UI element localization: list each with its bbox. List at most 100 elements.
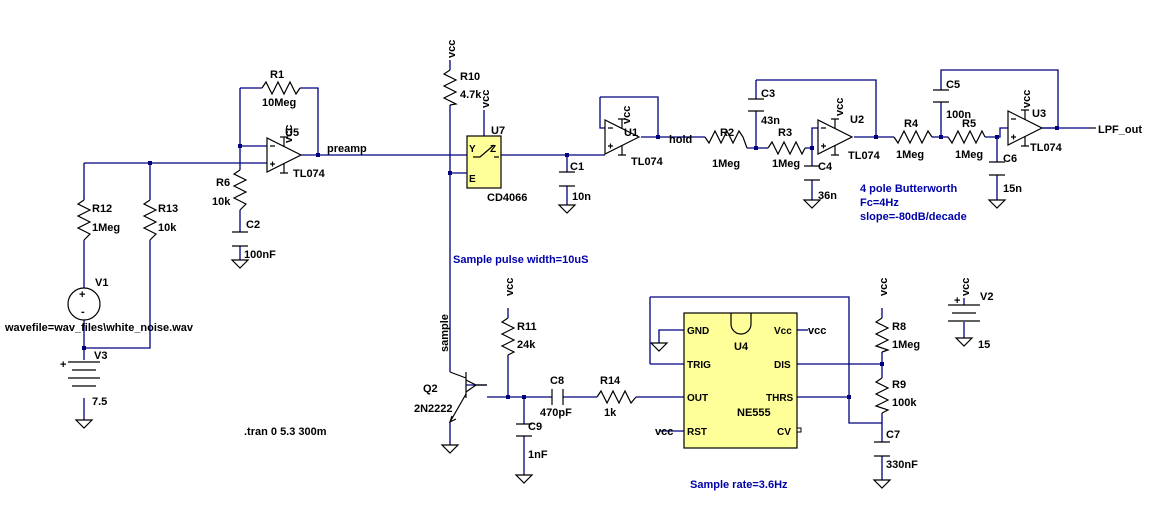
svg-text:4.7k: 4.7k — [460, 89, 482, 101]
svg-text:R13: R13 — [158, 203, 178, 215]
source-v2: + V2 15 — [948, 291, 993, 351]
svg-text:470pF: 470pF — [540, 407, 572, 419]
svg-text:+: + — [954, 295, 960, 307]
resistor-r12: R12 1Meg — [76, 199, 120, 241]
svg-text:10k: 10k — [212, 196, 231, 208]
opamp-u5: U5 TL074 — [266, 127, 326, 180]
svg-text:R9: R9 — [892, 379, 906, 391]
svg-text:Y: Y — [469, 144, 476, 155]
resistor-r8: R8 1Meg — [874, 317, 920, 353]
svg-text:TL074: TL074 — [1030, 142, 1063, 154]
resistor-r11: R11 24k — [500, 317, 537, 356]
vcc-labels: vcc vcc vcc vcc vcc vcc vcc vcc vcc vcc … — [283, 40, 1033, 438]
svg-text:vcc: vcc — [808, 325, 826, 337]
svg-text:100n: 100n — [946, 109, 971, 121]
opamp-u3: U3 TL074 — [1007, 108, 1063, 154]
resistor-r10: R10 4.7k — [442, 69, 482, 106]
junctions — [82, 126, 1059, 399]
svg-text:TRIG: TRIG — [687, 360, 711, 371]
svg-text:U2: U2 — [850, 114, 864, 126]
svg-text:10Meg: 10Meg — [262, 97, 296, 109]
svg-text:vcc: vcc — [446, 40, 458, 58]
net-labels: preamp hold sample LPF_out — [327, 124, 1142, 352]
svg-text:100k: 100k — [892, 397, 917, 409]
svg-text:CV: CV — [777, 427, 791, 438]
transistor-q2: Q2 2N2222 — [414, 371, 487, 424]
resistor-r2: R2 1Meg — [704, 127, 748, 170]
svg-text:1Meg: 1Meg — [92, 222, 120, 234]
svg-text:+: + — [60, 359, 66, 371]
capacitor-c7: C7 330nF — [874, 429, 918, 471]
svg-text:R1: R1 — [270, 69, 284, 81]
opamp-u1: U1 TL074 — [604, 118, 664, 168]
svg-text:vcc: vcc — [283, 125, 295, 143]
resistor-r13: R13 10k — [142, 199, 178, 241]
source-v3: + V3 7.5 — [60, 350, 107, 408]
svg-text:R3: R3 — [778, 127, 792, 139]
svg-text:C6: C6 — [1003, 153, 1017, 165]
svg-text:vcc: vcc — [655, 426, 673, 438]
capacitor-c5: C5 100n — [933, 79, 971, 121]
resistor-r4: R4 1Meg — [893, 118, 933, 161]
svg-text:CD4066: CD4066 — [487, 192, 527, 204]
svg-text:1Meg: 1Meg — [955, 149, 983, 161]
resistor-r3: R3 1Meg — [767, 127, 806, 170]
svg-text:LPF_out: LPF_out — [1098, 124, 1142, 136]
svg-text:R14: R14 — [600, 375, 621, 387]
svg-text:DIS: DIS — [774, 360, 791, 371]
svg-text:vcc: vcc — [621, 106, 633, 124]
svg-text:OUT: OUT — [687, 393, 708, 404]
opamp-u2: U2 TL074 — [817, 114, 881, 162]
svg-text:C2: C2 — [246, 219, 260, 231]
svg-text:U1: U1 — [624, 127, 638, 139]
svg-text:Fc=4Hz: Fc=4Hz — [860, 197, 899, 209]
svg-text:C4: C4 — [818, 161, 833, 173]
svg-text:330nF: 330nF — [886, 459, 918, 471]
svg-text:-: - — [81, 306, 85, 318]
svg-text:U4: U4 — [734, 341, 749, 353]
svg-text:R8: R8 — [892, 321, 906, 333]
svg-text:vcc: vcc — [480, 90, 492, 108]
svg-text:Sample rate=3.6Hz: Sample rate=3.6Hz — [690, 479, 788, 491]
svg-text:R10: R10 — [460, 71, 480, 83]
svg-text:vcc: vcc — [878, 278, 890, 296]
svg-text:TL074: TL074 — [293, 168, 326, 180]
svg-text:43n: 43n — [761, 115, 780, 127]
svg-text:1nF: 1nF — [528, 449, 548, 461]
svg-text:C8: C8 — [550, 375, 564, 387]
capacitor-c3: C3 43n — [748, 88, 780, 127]
svg-text:wavefile=wav_files\white_noise: wavefile=wav_files\white_noise.wav — [4, 322, 194, 334]
svg-text:THRS: THRS — [766, 393, 794, 404]
svg-text:15: 15 — [978, 339, 990, 351]
svg-text:GND: GND — [687, 326, 709, 337]
svg-text:R5: R5 — [962, 118, 976, 130]
resistor-r1: R1 10Meg — [261, 69, 301, 109]
notes: 4 pole Butterworth Fc=4Hz slope=-80dB/de… — [244, 183, 967, 491]
resistor-r14: R14 1k — [596, 375, 637, 419]
svg-text:C7: C7 — [886, 429, 900, 441]
svg-text:Vcc: Vcc — [774, 326, 792, 337]
svg-text:vcc: vcc — [504, 278, 516, 296]
svg-text:4 pole Butterworth: 4 pole Butterworth — [860, 183, 957, 195]
svg-text:1Meg: 1Meg — [896, 149, 924, 161]
svg-text:24k: 24k — [517, 339, 536, 351]
svg-text:10n: 10n — [572, 191, 591, 203]
resistor-r5: R5 1Meg — [947, 118, 986, 161]
svg-text:vcc: vcc — [834, 98, 846, 116]
svg-text:R2: R2 — [720, 127, 734, 139]
svg-text:hold: hold — [669, 134, 692, 146]
svg-text:.tran 0 5.3 300m: .tran 0 5.3 300m — [244, 426, 327, 438]
resistor-r6: R6 10k — [212, 169, 248, 211]
svg-text:TL074: TL074 — [848, 150, 881, 162]
svg-text:C9: C9 — [528, 421, 542, 433]
svg-text:R4: R4 — [904, 118, 919, 130]
svg-text:R11: R11 — [517, 321, 537, 333]
svg-text:E: E — [469, 174, 476, 185]
source-v1: + - V1 wavefile=wav_files\white_noise.wa… — [4, 277, 194, 334]
svg-text:R6: R6 — [216, 177, 230, 189]
svg-text:C5: C5 — [946, 79, 960, 91]
svg-text:7.5: 7.5 — [92, 396, 107, 408]
capacitor-c9: C9 1nF — [516, 421, 548, 461]
timer-u4: GND TRIG OUT RST Vcc DIS THRS CV U4 NE55… — [683, 312, 802, 449]
